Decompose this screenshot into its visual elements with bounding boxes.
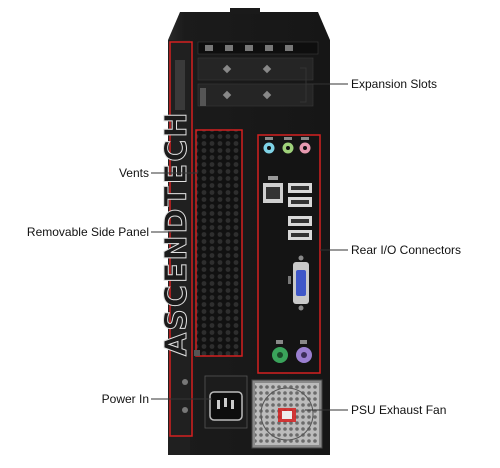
callout-lines (151, 67, 348, 411)
vents-label: Vents (118, 166, 149, 180)
vent-grille (194, 129, 243, 357)
power-inlet (182, 375, 248, 429)
ethernet-port (263, 176, 283, 203)
expansion-slots-leader (300, 67, 307, 103)
removable-side-panel: ASCENDTECH (159, 41, 195, 437)
rear-io-connectors-label: Rear I/O Connectors (351, 243, 462, 257)
ps2-ports (272, 340, 312, 363)
removable-side-panel-label: Removable Side Panel (26, 225, 149, 239)
psu-exhaust-fan (251, 379, 323, 449)
rear-io-panel (257, 134, 321, 374)
brand-logo-text: ASCENDTECH (159, 111, 194, 356)
psu-exhaust-fan-label: PSU Exhaust Fan (351, 403, 447, 417)
usb-ports (288, 183, 312, 240)
expansion-slot-brackets (197, 41, 319, 107)
audio-jacks (263, 137, 311, 154)
vga-port (288, 255, 309, 311)
expansion-slots-label: Expansion Slots (351, 77, 438, 91)
power-in-label: Power In (101, 392, 149, 406)
